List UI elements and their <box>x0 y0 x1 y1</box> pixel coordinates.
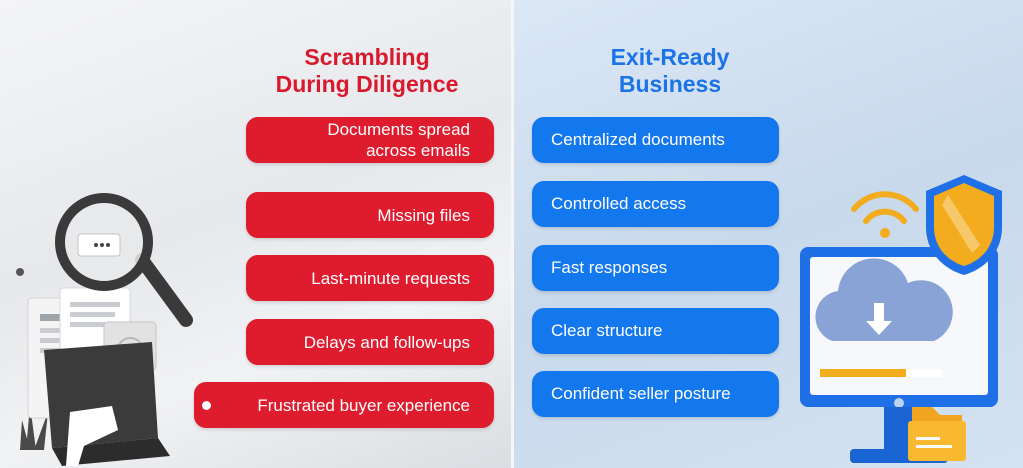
left-item-delays: Delays and follow-ups <box>246 319 494 365</box>
right-illustration <box>800 175 1002 463</box>
right-item-label: Fast responses <box>551 258 668 277</box>
panel-divider <box>511 0 514 468</box>
right-item-clear-structure: Clear structure <box>532 308 779 354</box>
right-item-fast-responses: Fast responses <box>532 245 779 291</box>
right-heading: Exit-Ready Business <box>575 44 765 98</box>
magnifying-glass-icon <box>55 193 193 327</box>
left-item-label: Documents spread <box>327 120 470 139</box>
left-heading: Scrambling During Diligence <box>262 44 472 98</box>
folder-icon <box>908 407 966 461</box>
cloud-download-icon <box>815 258 953 341</box>
left-item-label: Frustrated buyer experience <box>257 395 470 415</box>
right-item-label: Clear structure <box>551 321 663 340</box>
left-item-label: Missing files <box>377 205 470 225</box>
dot-icon <box>16 268 24 276</box>
right-item-controlled-access: Controlled access <box>532 181 779 227</box>
right-item-confident-seller: Confident seller posture <box>532 371 779 417</box>
right-heading-line1: Exit-Ready <box>610 44 730 70</box>
left-heading-line1: Scrambling <box>304 44 430 70</box>
left-item-last-minute-requests: Last-minute requests <box>246 255 494 301</box>
right-item-label: Confident seller posture <box>551 384 731 403</box>
left-item-frustrated-buyer: Frustrated buyer experience <box>194 382 494 428</box>
laptop-icon <box>44 342 170 466</box>
left-item-label: across emails <box>366 141 470 160</box>
right-item-label: Controlled access <box>551 194 687 213</box>
shield-icon <box>926 175 1002 275</box>
left-heading-line2: During Diligence <box>275 71 459 97</box>
left-item-missing-files: Missing files <box>246 192 494 238</box>
left-item-label: Last-minute requests <box>311 268 470 288</box>
bullet-dot-icon <box>202 401 211 410</box>
left-illustration: @ <box>16 193 193 466</box>
left-item-label: Delays and follow-ups <box>303 332 470 352</box>
grass-icon <box>20 405 48 450</box>
right-item-centralized-documents: Centralized documents <box>532 117 779 163</box>
progress-fill <box>820 369 906 377</box>
right-item-label: Centralized documents <box>551 130 725 149</box>
left-item-documents-spread: Documents spread across emails <box>246 117 494 163</box>
wifi-icon <box>851 191 919 238</box>
right-heading-line2: Business <box>618 71 722 97</box>
